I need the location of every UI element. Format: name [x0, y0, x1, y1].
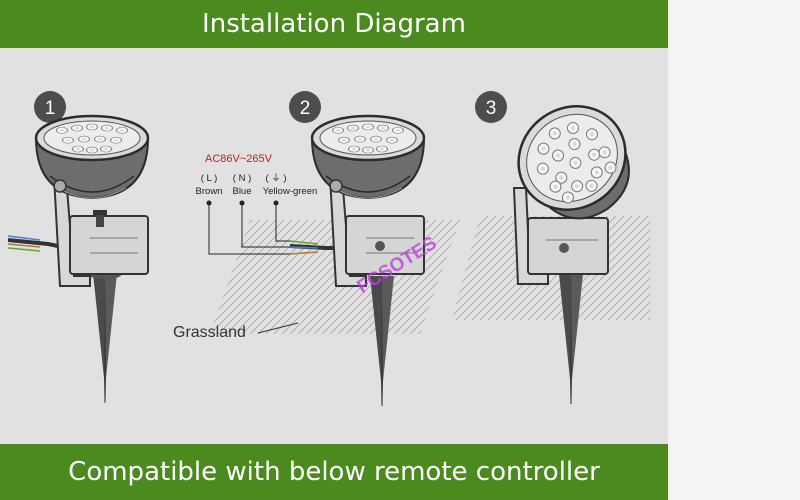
- footer-banner: Compatible with below remote controller: [0, 444, 668, 500]
- grassland-callout: Grassland: [173, 322, 299, 341]
- step-2-number: 2: [300, 98, 311, 119]
- step-1-marker: 1: [34, 91, 66, 123]
- step-2-lamp: [289, 114, 426, 406]
- terminal-n-label: Blue: [232, 186, 251, 197]
- terminal-l-label: Brown: [196, 186, 223, 197]
- step-3-lamp: [512, 105, 630, 404]
- terminal-ground-label: Yellow-green: [263, 186, 318, 197]
- stake-3: [559, 274, 583, 404]
- terminal-n-symbol: ( N ): [233, 173, 251, 184]
- step-3-marker: 3: [475, 91, 507, 123]
- step-1-lamp: [7, 114, 150, 403]
- footer-text: Compatible with below remote controller: [68, 457, 600, 487]
- wiring-schematic: AC86V~265V ( L ) ( N ) ( ⏚ ) Brown Blue …: [196, 153, 318, 255]
- page-title: Installation Diagram: [202, 9, 466, 39]
- terminal-ground-symbol: ( ⏚ ): [265, 173, 286, 184]
- page-margin: [668, 0, 800, 500]
- step-3-number: 3: [486, 98, 497, 119]
- step-2-marker: 2: [289, 91, 321, 123]
- stake-2: [370, 276, 394, 406]
- voltage-label: AC86V~265V: [205, 153, 273, 165]
- grassland-label: Grassland: [173, 324, 246, 341]
- header-banner: Installation Diagram: [0, 0, 668, 48]
- diagram-panel: 1: [0, 48, 668, 444]
- step-1-number: 1: [45, 98, 56, 119]
- terminal-l-symbol: ( L ): [201, 173, 218, 184]
- installation-diagram: 1: [7, 91, 650, 406]
- stake-1: [93, 273, 117, 403]
